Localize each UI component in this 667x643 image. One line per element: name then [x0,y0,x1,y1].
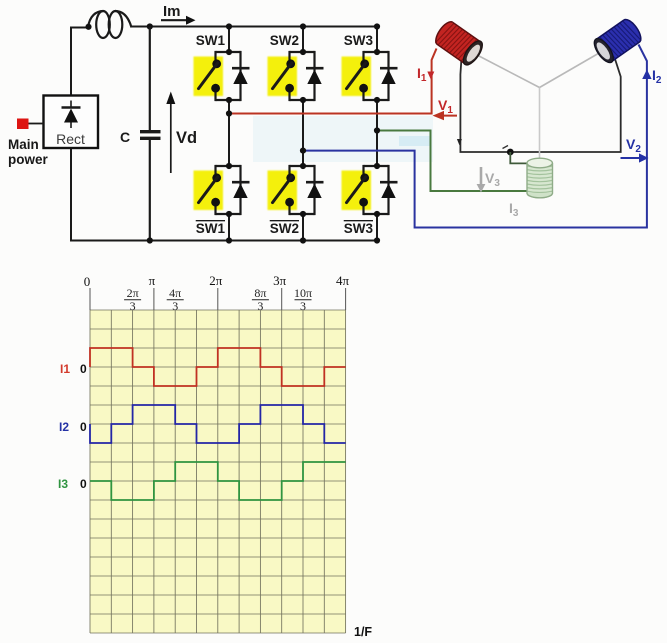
svg-text:I2: I2 [59,420,69,434]
svg-text:Main: Main [8,137,39,152]
svg-text:I3: I3 [58,477,68,491]
svg-text:3π: 3π [273,273,287,288]
svg-text:3: 3 [257,299,263,313]
svg-text:0: 0 [84,274,91,289]
svg-text:SW1: SW1 [196,33,226,48]
svg-text:SW1: SW1 [196,221,226,236]
svg-text:I1: I1 [417,65,427,84]
svg-text:0: 0 [80,477,87,491]
svg-text:3: 3 [172,299,178,313]
svg-text:4π: 4π [169,286,181,300]
svg-text:Im: Im [163,3,181,20]
svg-text:0: 0 [80,420,87,434]
svg-text:SW2: SW2 [270,221,299,236]
svg-text:1/F: 1/F [354,625,372,639]
svg-text:4π: 4π [336,273,350,288]
svg-text:3: 3 [300,299,306,313]
svg-text:SW3: SW3 [344,33,374,48]
svg-text:8π: 8π [254,286,266,300]
svg-text:I1: I1 [60,362,70,376]
svg-text:power: power [8,152,49,167]
svg-text:Rect: Rect [56,131,85,147]
svg-text:C: C [120,129,130,145]
svg-text:I3: I3 [509,200,519,219]
svg-text:2π: 2π [209,273,223,288]
svg-text:Vd: Vd [176,129,197,147]
svg-text:I2: I2 [652,67,662,86]
svg-text:π: π [149,273,156,288]
svg-text:2π: 2π [127,286,139,300]
svg-text:SW3: SW3 [344,221,374,236]
svg-text:SW2: SW2 [270,33,299,48]
svg-text:0: 0 [80,362,87,376]
svg-text:10π: 10π [294,286,312,300]
svg-text:3: 3 [130,299,136,313]
